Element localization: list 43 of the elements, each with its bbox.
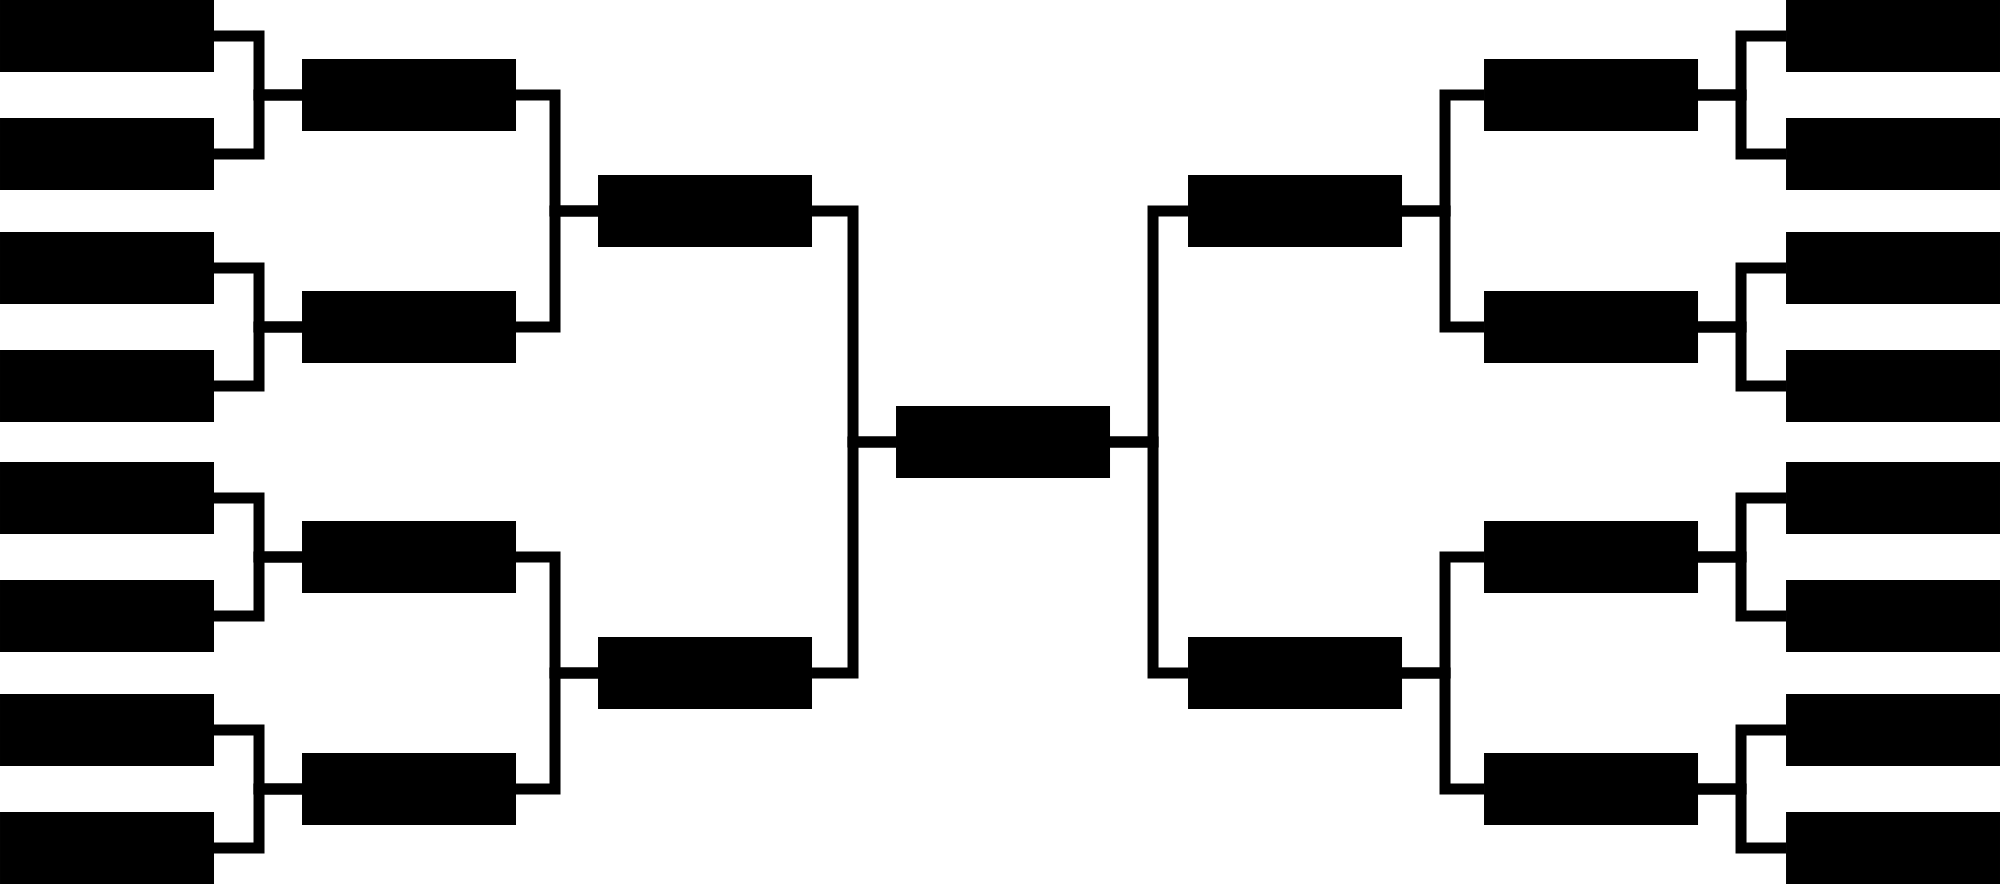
slot-box (1188, 637, 1402, 709)
slot-box (0, 350, 214, 422)
slot-box (302, 59, 516, 131)
slot-box (598, 175, 812, 247)
slot-box (0, 812, 214, 884)
bracket-line (1402, 667, 1484, 795)
slot-box (1484, 59, 1699, 131)
slot-box (896, 406, 1110, 478)
slot-box (1786, 580, 2000, 652)
slot-box (302, 291, 516, 363)
slot-box (1786, 232, 2000, 304)
slot-box (1786, 350, 2000, 422)
slot-box (1786, 0, 2000, 72)
slot-box (0, 694, 214, 766)
bracket-line (214, 89, 302, 160)
slot-box (0, 0, 214, 72)
bracket-line (516, 205, 598, 333)
slot-box (598, 637, 812, 709)
slot-box (1786, 118, 2000, 190)
bracket-line (1698, 321, 1787, 392)
bracket-line (1698, 783, 1787, 854)
slot-box (0, 232, 214, 304)
bracket-line (1698, 551, 1787, 622)
slot-box (302, 753, 516, 825)
bracket-line (1698, 89, 1787, 160)
slot-box (1484, 521, 1699, 593)
slot-box (1786, 462, 2000, 534)
slot-box (0, 462, 214, 534)
slot-box (302, 521, 516, 593)
slot-box (1188, 175, 1402, 247)
slot-box (0, 118, 214, 190)
bracket-line (516, 667, 598, 795)
slot-box (1786, 694, 2000, 766)
bracket-line (1402, 205, 1484, 333)
slot-box (1484, 291, 1699, 363)
slot-box (1786, 812, 2000, 884)
bracket-line (214, 783, 302, 854)
bracket-line (214, 321, 302, 392)
slot-box (0, 580, 214, 652)
bracket-line (812, 436, 896, 679)
bracket-line (1110, 436, 1188, 679)
bracket-line (214, 551, 302, 622)
slot-box (1484, 753, 1699, 825)
